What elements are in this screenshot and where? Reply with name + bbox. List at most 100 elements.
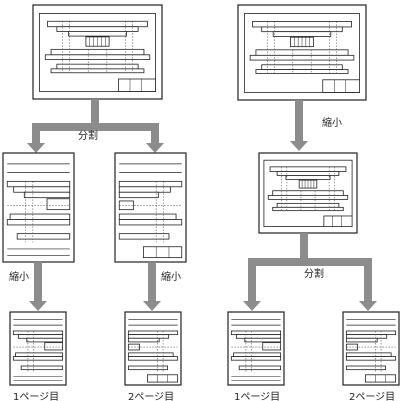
right-shrink-arrow <box>290 100 308 151</box>
half-bar <box>118 180 183 188</box>
split-stem <box>91 99 99 131</box>
half-bar-3 <box>345 337 378 343</box>
half-bottom-bar <box>15 352 64 357</box>
half-base <box>118 233 170 240</box>
split-stem <box>300 233 308 266</box>
right-shrunk-sheet <box>258 152 358 234</box>
split-branch <box>151 127 159 143</box>
half-bar-3 <box>244 337 282 343</box>
half-title-block <box>364 374 397 383</box>
base-bar <box>276 202 340 208</box>
left-page1-result <box>9 311 67 386</box>
half-bar-3 <box>127 337 160 343</box>
half-bar-2 <box>235 334 282 339</box>
half-bar-2 <box>345 334 388 339</box>
half-bottom-bar <box>233 352 282 357</box>
base-bar <box>56 63 139 70</box>
bottom-bar <box>272 190 344 196</box>
right-page1-result <box>227 311 285 386</box>
base-bar <box>261 64 343 70</box>
split-head <box>243 301 261 311</box>
bottom-bar-2 <box>267 194 349 200</box>
top-bar-3 <box>272 31 332 37</box>
top-bar-2 <box>261 26 343 33</box>
base-bar-2 <box>272 206 344 212</box>
bottom-bar-2 <box>249 54 355 61</box>
half-bottom-bar-2 <box>127 356 179 361</box>
half-bottom-bar <box>118 213 177 220</box>
half-bar-2 <box>127 334 170 339</box>
left-original-sheet <box>32 4 163 100</box>
split-head <box>27 143 45 153</box>
half-bar-2 <box>118 186 171 193</box>
arrow-head <box>143 301 161 311</box>
left-shrink-arrow-1 <box>29 262 47 311</box>
left-split-label: 分割 <box>78 131 98 142</box>
half-title-block <box>146 374 179 383</box>
left-page2-result <box>124 311 182 386</box>
right-page2-label: 2ページ目 <box>349 392 396 401</box>
split-head <box>146 143 164 153</box>
half-bottom-bar-2 <box>230 356 282 361</box>
right-page1-label: 1ページ目 <box>234 392 281 401</box>
half-bar-3 <box>118 191 159 199</box>
title-block <box>117 78 156 92</box>
half-base <box>345 365 386 371</box>
right-original-sheet <box>237 4 367 101</box>
half-base <box>127 365 168 371</box>
top-bar-2 <box>276 171 340 176</box>
top-bar-3 <box>68 31 127 37</box>
left-split-arrow <box>27 99 164 153</box>
half-bar-3 <box>23 191 71 199</box>
half-block <box>46 198 71 211</box>
right-split-arrow <box>243 233 377 311</box>
title-block <box>322 79 360 93</box>
half-bar-2 <box>17 334 64 339</box>
half-block <box>262 342 282 351</box>
half-bar-2 <box>13 186 71 193</box>
left-shrink-label-1: 縮小 <box>9 272 29 283</box>
half-bar <box>6 180 71 188</box>
right-shrink-label: 縮小 <box>322 118 342 129</box>
arrow-head <box>290 141 308 151</box>
half-bar <box>127 330 179 336</box>
arrow-head <box>29 301 47 311</box>
half-bottom-bar-2 <box>6 219 71 226</box>
half-bar <box>345 330 397 336</box>
split-bar <box>32 123 159 131</box>
left-page2-label: 2ページ目 <box>128 392 175 401</box>
right-split-label: 分割 <box>304 269 324 280</box>
bottom-bar <box>50 48 145 56</box>
half-base <box>16 233 71 240</box>
half-bottom-bar-2 <box>12 356 64 361</box>
right-page2-result <box>342 311 400 386</box>
left-shrink-label-2: 縮小 <box>161 272 181 283</box>
half-bottom-bar <box>127 352 174 357</box>
arrow-shaft <box>148 262 156 301</box>
half-bar <box>12 330 64 336</box>
half-bar-3 <box>26 337 64 343</box>
half-base <box>20 365 64 371</box>
base-bar-2 <box>255 69 349 74</box>
split-branch <box>248 262 256 301</box>
bottom-bar <box>255 49 349 56</box>
top-bar-3 <box>285 175 331 180</box>
half-block <box>44 342 64 351</box>
base-bar-2 <box>50 68 145 74</box>
half-bottom-bar <box>345 352 392 357</box>
title-block <box>323 215 353 227</box>
split-branch <box>32 127 40 143</box>
arrow-shaft <box>295 100 303 141</box>
split-head <box>359 301 377 311</box>
half-bottom-bar-2 <box>345 356 397 361</box>
left-shrink-arrow-2 <box>143 262 161 311</box>
half-title-block <box>142 246 183 259</box>
split-bar <box>248 258 372 266</box>
bottom-bar-2 <box>44 54 151 60</box>
top-bar-2 <box>56 26 139 32</box>
left-page1-label: 1ページ目 <box>13 392 60 401</box>
arrow-shaft <box>34 262 42 301</box>
left-split-half-1 <box>2 152 75 263</box>
